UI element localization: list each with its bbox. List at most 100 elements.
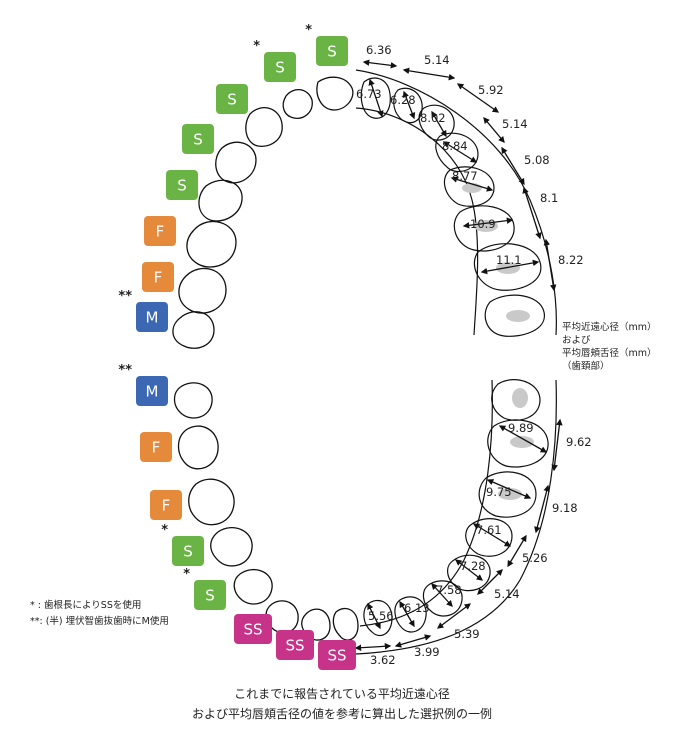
lower-label-box-5 xyxy=(194,580,226,610)
footnotes: * : 歯根長によりSSを使用 **: (半) 埋伏智歯抜歯時にM使用 xyxy=(30,599,169,627)
lower-label-box-3 xyxy=(150,490,182,520)
upper-label-box-5 xyxy=(166,170,198,200)
left-upper-tooth-7 xyxy=(178,267,227,314)
upper-label-text-2: S xyxy=(275,59,285,77)
lower-arrows xyxy=(354,418,563,651)
lower-label-box-6 xyxy=(234,614,272,644)
lower-tooth-r7 xyxy=(394,596,427,633)
footnote-1: * : 歯根長によりSSを使用 xyxy=(30,599,141,611)
upper-label-star-8: ** xyxy=(118,289,132,304)
lower-label-star-1: ** xyxy=(118,363,132,378)
lower-bl-4: 7.28 xyxy=(460,559,486,573)
lower-md-7: 3.62 xyxy=(370,653,396,667)
lower-tooth-r1 xyxy=(491,379,541,421)
lower-label-text-6: SS xyxy=(243,621,262,639)
left-lower-tooth-2 xyxy=(177,425,219,470)
lower-bl-1: 9.89 xyxy=(508,421,534,435)
lower-bl-3: 7.61 xyxy=(476,523,502,537)
upper-bl-4: 8.84 xyxy=(442,139,468,153)
lower-md-6: 3.99 xyxy=(414,645,440,659)
upper-bl-2: 6.28 xyxy=(390,93,416,107)
upper-md-2: 5.14 xyxy=(424,53,450,67)
lower-label-text-7: SS xyxy=(285,637,304,655)
legend-line-4: （歯頚部） xyxy=(562,360,610,372)
upper-md-7: 8.22 xyxy=(558,253,584,267)
caption-line-2: および平均唇頬舌径の値を参考に算出した選択例の一例 xyxy=(192,706,492,721)
upper-bl-5: 8.77 xyxy=(452,169,478,183)
left-lower-tooth-4 xyxy=(210,527,253,567)
left-upper-tooth-8 xyxy=(172,311,215,349)
lower-md-values: 9.62 9.18 5.26 5.14 5.39 3.99 3.62 xyxy=(370,435,592,667)
lower-label-text-8: SS xyxy=(327,647,346,665)
lower-md-2: 9.18 xyxy=(552,501,578,515)
lower-tooth-r2 xyxy=(487,419,549,468)
lower-md-3: 5.26 xyxy=(522,551,548,565)
upper-tooth-r2 xyxy=(393,87,423,124)
upper-tooth-r3 xyxy=(418,104,455,141)
upper-tooth-r7 xyxy=(473,243,542,291)
upper-label-text-8: M xyxy=(146,309,159,327)
upper-label-box-6 xyxy=(144,216,176,246)
lower-label-box-7 xyxy=(276,630,314,660)
upper-label-text-1: S xyxy=(327,43,337,61)
upper-label-box-7 xyxy=(142,262,174,292)
lower-bl-values: 9.89 9.75 7.61 7.28 7.58 6.13 5.56 xyxy=(368,421,534,623)
lower-md-4: 5.14 xyxy=(494,587,520,601)
caption-line-1: これまでに報告されている平均近遠心径 xyxy=(234,687,450,701)
right-upper-arch xyxy=(355,69,557,337)
left-upper-tooth-3 xyxy=(245,107,283,147)
lower-bl-5: 7.58 xyxy=(436,583,462,597)
left-upper-tooth-4 xyxy=(215,141,257,184)
lower-label-text-4: S xyxy=(183,543,193,561)
lower-label-text-1: M xyxy=(146,383,159,401)
lower-label-text-3: F xyxy=(162,497,171,515)
upper-label-box-3 xyxy=(216,84,248,114)
lower-label-text-5: S xyxy=(205,587,215,605)
upper-label-star-1: * xyxy=(305,23,312,38)
upper-label-text-6: F xyxy=(156,223,165,241)
lower-label-box-2 xyxy=(140,432,172,462)
upper-md-3: 5.92 xyxy=(478,83,504,97)
left-upper-tooth-5 xyxy=(198,179,243,222)
upper-md-5: 5.08 xyxy=(524,153,550,167)
left-lower-tooth-8 xyxy=(332,607,359,641)
lower-label-box-1 xyxy=(136,376,168,406)
upper-md-4: 5.14 xyxy=(502,117,528,131)
left-upper-tooth-1 xyxy=(316,76,354,111)
left-lower-tooth-7 xyxy=(301,608,331,641)
lower-label-box-4 xyxy=(172,536,204,566)
upper-tooth-r8 xyxy=(484,294,545,337)
legend-line-1: 平均近遠心径（mm） xyxy=(562,321,657,333)
lower-label-star-5: * xyxy=(183,567,190,582)
upper-tooth-r4 xyxy=(435,132,479,173)
upper-bl-3: 8.02 xyxy=(420,111,446,125)
left-upper-tooth-2 xyxy=(282,89,313,119)
upper-bl-1: 6.73 xyxy=(356,87,382,101)
upper-bl-7: 11.1 xyxy=(496,253,522,267)
left-lower-tooth-5 xyxy=(233,569,273,605)
lower-md-5: 5.39 xyxy=(454,627,480,641)
left-upper-tooth-6 xyxy=(186,220,237,268)
upper-tooth-r5 xyxy=(443,166,495,207)
left-lower-tooth-1 xyxy=(173,382,213,419)
lower-bl-7: 5.56 xyxy=(368,609,394,623)
lower-pulps xyxy=(498,388,534,500)
upper-tooth-r6 xyxy=(453,205,515,252)
upper-label-box-1 xyxy=(316,36,348,66)
upper-label-text-3: S xyxy=(227,91,237,109)
upper-label-box-4 xyxy=(182,124,214,154)
lower-md-1: 9.62 xyxy=(566,435,592,449)
upper-md-6: 8.1 xyxy=(540,191,558,205)
upper-label-text-7: F xyxy=(154,269,163,287)
lower-label-text-2: F xyxy=(152,439,161,457)
left-lower-tooth-3 xyxy=(188,478,235,526)
measurement-legend: 平均近遠心径（mm） および 平均唇頬舌径（mm） （歯頚部） xyxy=(562,321,657,372)
lower-tooth-r5 xyxy=(447,554,491,592)
lower-bl-6: 6.13 xyxy=(404,601,430,615)
upper-label-text-5: S xyxy=(177,177,187,195)
lower-tooth-r8 xyxy=(363,599,393,637)
upper-md-values: 6.36 5.14 5.92 5.14 5.08 8.1 8.22 xyxy=(366,43,584,267)
